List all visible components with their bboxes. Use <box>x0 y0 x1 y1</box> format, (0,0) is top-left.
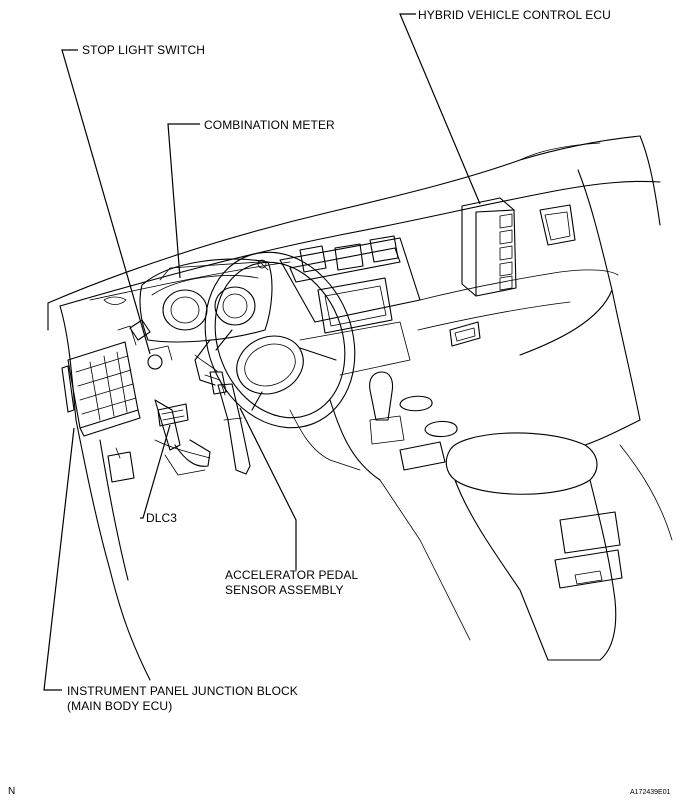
stop-light-switch-drawing <box>129 319 211 467</box>
label-accelerator-pedal-line1: ACCELERATOR PEDAL <box>225 568 359 582</box>
label-combination-meter: COMBINATION METER <box>204 118 335 132</box>
label-hybrid-vehicle-control-ecu: HYBRID VEHICLE CONTROL ECU <box>418 8 611 22</box>
combination-meter-drawing <box>139 258 273 343</box>
footer-letter: N <box>8 786 16 797</box>
dlc3-drawing <box>157 403 189 427</box>
center-stack <box>279 235 673 661</box>
left-floor-drawing <box>103 296 471 641</box>
label-junction-block-line1: INSTRUMENT PANEL JUNCTION BLOCK <box>67 684 298 698</box>
label-dlc3: DLC3 <box>146 511 178 525</box>
figure-code: A172439E01 <box>630 789 671 796</box>
label-stop-light-switch: STOP LIGHT SWITCH <box>82 43 206 57</box>
leader-lines <box>43 13 481 691</box>
hybrid-ecu-drawing <box>461 197 517 297</box>
junction-block-drawing <box>61 325 141 483</box>
dashboard-outline <box>47 135 661 681</box>
label-junction-block-line2: (MAIN BODY ECU) <box>67 699 173 713</box>
label-accelerator-pedal-line2: SENSOR ASSEMBLY <box>225 583 344 597</box>
accelerator-pedal-drawing <box>209 371 251 475</box>
steering-wheel-drawing <box>194 251 356 429</box>
